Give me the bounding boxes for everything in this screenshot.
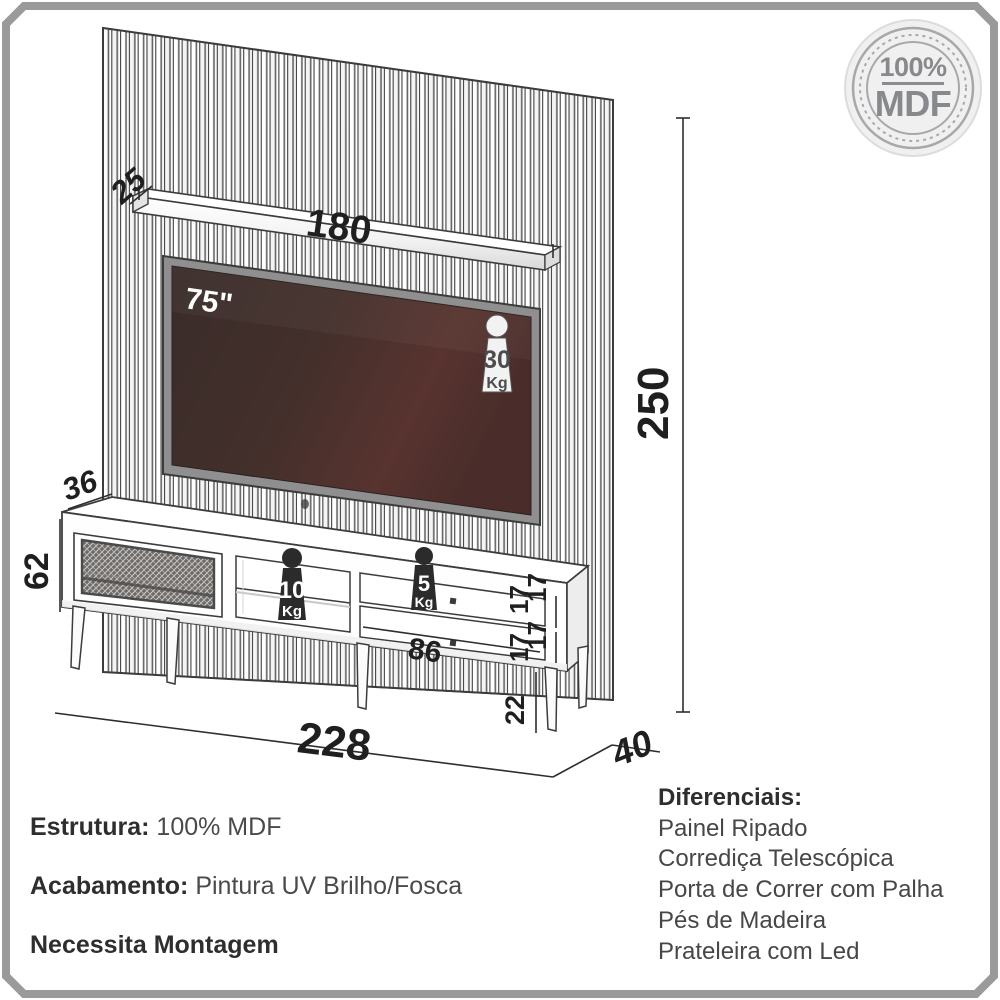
- mdf-badge-line2: MDF: [874, 83, 952, 125]
- dim-drawer-width: 86: [406, 632, 444, 669]
- load-badge-10kg: 10 Kg: [278, 548, 306, 620]
- marker-square-drawer: [449, 597, 457, 605]
- spec-estrutura-label: Estrutura:: [30, 813, 150, 841]
- tv-size-label: 75": [183, 282, 235, 321]
- svg-text:10: 10: [279, 577, 306, 604]
- differential-item-1: Painel Ripado: [658, 814, 808, 842]
- dimension-lines: [54, 117, 690, 778]
- mdf-badge-text: 100% MDF: [843, 18, 983, 158]
- television: [162, 254, 541, 527]
- dim-panel-height: 250: [629, 367, 678, 440]
- specifications-block: Estrutura: 100% MDF Acabamento: Pintura …: [30, 812, 630, 989]
- mdf-badge-rings: [844, 19, 982, 157]
- dim-stand-height: 62: [18, 552, 56, 590]
- spec-acabamento-label: Acabamento:: [30, 872, 189, 900]
- dim-leg-height: 22: [500, 695, 530, 725]
- dim-side-depth: 40: [605, 721, 658, 774]
- svg-text:5: 5: [418, 571, 430, 596]
- spec-estrutura-value: 100% MDF: [156, 813, 282, 841]
- dim-drawer-h4: 17: [522, 621, 552, 650]
- spec-acabamento-value: Pintura UV Brilho/Fosca: [195, 872, 463, 900]
- svg-text:Kg: Kg: [486, 375, 507, 392]
- tv-stand: [61, 496, 591, 673]
- dim-total-width: 228: [295, 713, 374, 771]
- mdf-badge-line1: 100%: [879, 51, 947, 82]
- led-shelf: [130, 187, 563, 271]
- spec-estrutura: Estrutura: 100% MDF: [30, 812, 630, 842]
- dim-drawer-h3: 17: [504, 633, 534, 662]
- marker-square-drawer-2: [449, 639, 457, 647]
- dim-shelf-width: 180: [304, 201, 374, 253]
- svg-text:Kg: Kg: [415, 594, 434, 610]
- dim-drawer-h1: 17: [504, 585, 534, 614]
- svg-text:30: 30: [483, 346, 511, 374]
- load-badge-5kg: 5 Kg: [411, 547, 437, 610]
- svg-text:Kg: Kg: [282, 603, 302, 620]
- load-badge-30kg: 30 Kg: [481, 314, 513, 393]
- differentials-title: Diferenciais:: [658, 784, 803, 811]
- differential-item-2: Corrediça Telescópica: [658, 845, 894, 873]
- dim-stand-depth: 36: [57, 463, 102, 508]
- differentials-block: Diferenciais: Painel Ripado Corrediça Te…: [658, 783, 988, 967]
- wooden-legs: [70, 605, 589, 732]
- spec-acabamento: Acabamento: Pintura UV Brilho/Fosca: [30, 871, 630, 901]
- differential-item-3: Porta de Correr com Palha: [658, 876, 944, 904]
- dim-drawer-h2: 17: [522, 573, 552, 602]
- differential-item-4: Pés de Madeira: [658, 906, 827, 934]
- differential-item-5: Prateleira com Led: [658, 937, 860, 965]
- mdf-quality-badge: 100% MDF: [843, 18, 983, 158]
- spec-montagem: Necessita Montagem: [30, 931, 279, 959]
- mdf-badge-divider: [882, 82, 944, 86]
